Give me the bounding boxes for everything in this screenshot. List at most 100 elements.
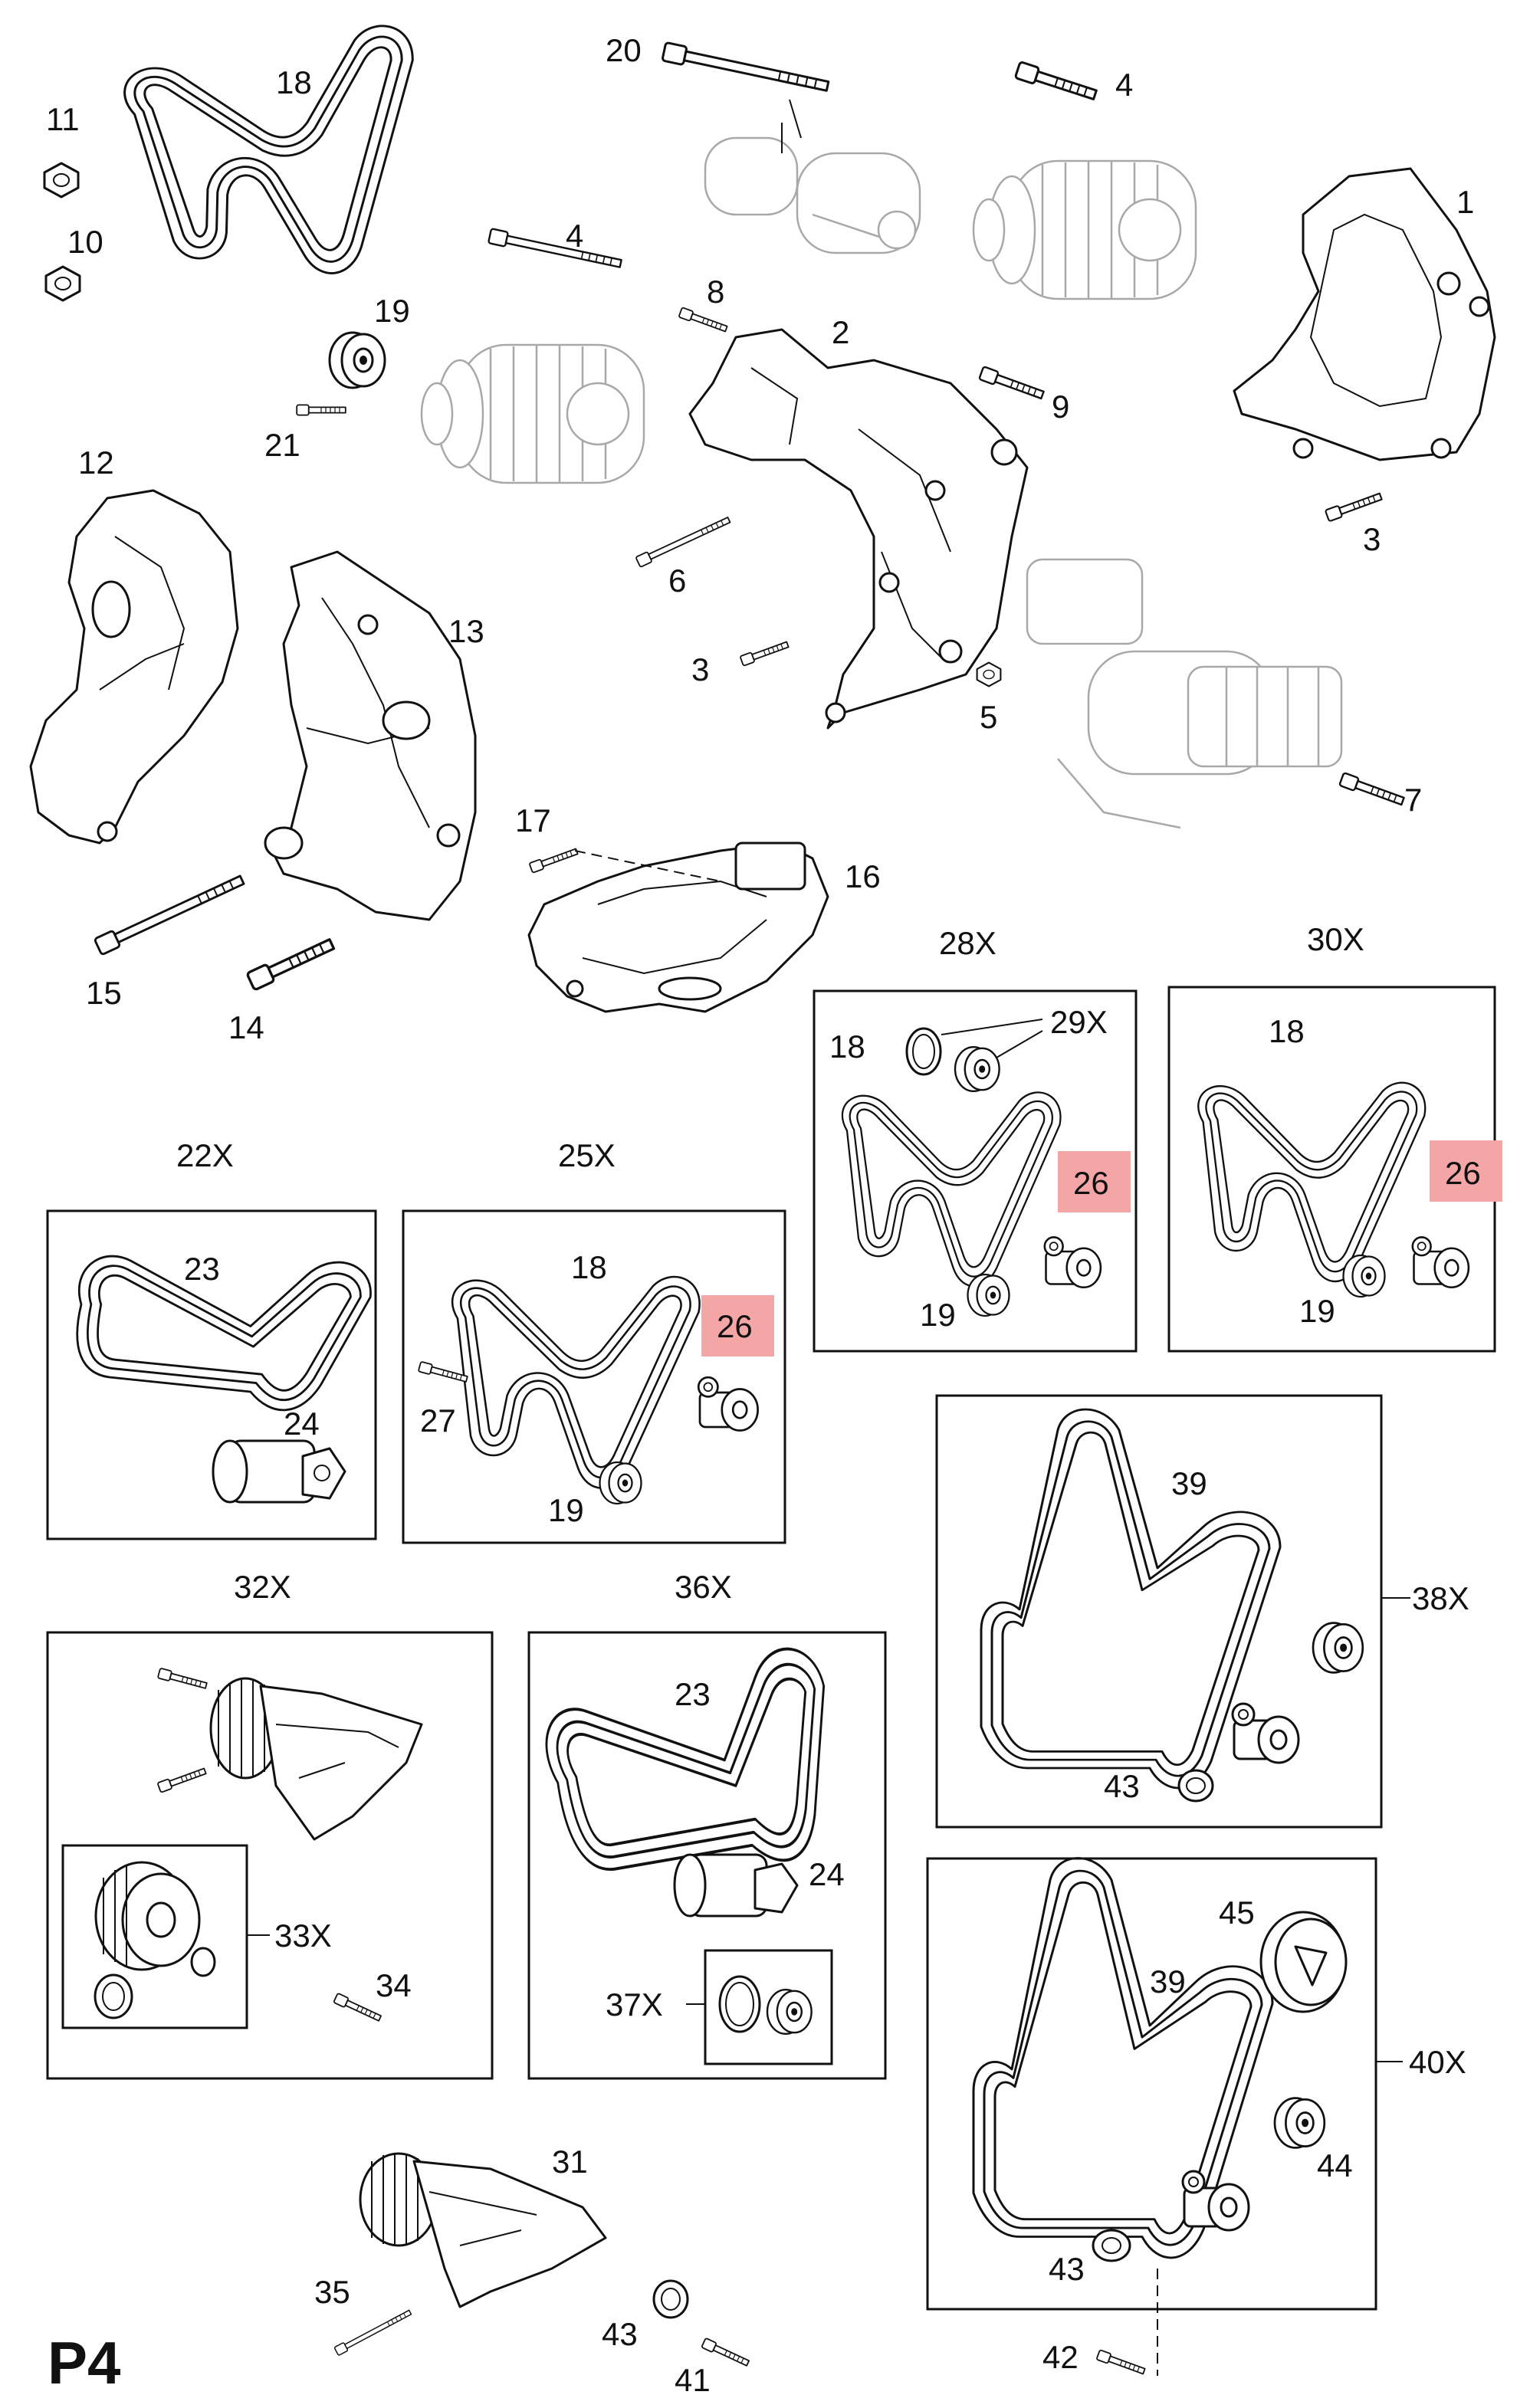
callout-43: 43 [1104,1768,1140,1804]
pulley-29X [954,1045,1000,1093]
callout-26: 26 [1445,1155,1481,1191]
kit-box-36X [527,1631,887,2080]
alternator-left [420,343,645,484]
callout-27: 27 [420,1402,456,1439]
callout-16: 16 [845,858,881,894]
callout-28X: 28X [939,925,996,961]
callout-30X: 30X [1307,921,1364,957]
callout-9: 9 [1052,389,1069,425]
callout-39: 39 [1171,1465,1207,1501]
tensioner-24-36X [673,1853,799,1918]
callout-7: 7 [1404,782,1422,818]
callout-35: 35 [314,2274,350,2310]
pulley-37X [766,1988,813,2036]
belt-18-25X [451,1275,701,1489]
clip-43-38X [1177,1769,1214,1803]
bolt-42 [1095,2349,1147,2377]
callout-22X: 22X [176,1137,234,1173]
bolt-34 [333,1992,383,2024]
bolt-7 [1338,771,1407,809]
callout-21: 21 [264,427,300,463]
nut-11 [43,162,80,198]
bracket-12 [264,550,477,921]
callout-numbers: 18 11 10 19 21 20 4 1 4 8 2 9 12 3 6 13 … [46,32,1481,2398]
bolt-4-left [487,228,623,272]
callout-26: 26 [1073,1165,1109,1201]
ring-37X [718,1975,761,2033]
bolt-4-upper [1013,61,1099,104]
callout-26: 26 [717,1308,753,1344]
bracket-16 [527,841,829,1013]
pulley-38X [1312,1622,1364,1674]
callout-18: 18 [1269,1013,1305,1049]
page-label: P4 [48,2329,120,2397]
callout-1: 1 [1456,184,1474,220]
bolt-9 [978,365,1046,402]
pulley-19-top [328,331,386,389]
nut-10 [44,265,81,302]
kit-box-25X [402,1209,786,1544]
callout-40X: 40X [1409,2044,1466,2080]
pulley-19-28X [967,1273,1010,1317]
tensioner-26-30X [1411,1236,1470,1289]
pulley-33X [94,1861,201,1971]
bolt-3-center [739,638,790,667]
bracket-1 [1233,167,1496,461]
callout-18: 18 [571,1249,607,1285]
callout-24: 24 [284,1406,320,1442]
callout-19: 19 [920,1297,956,1333]
kit-box-28X [813,989,1138,1353]
callout-3: 3 [691,651,709,687]
pulley-bracket-31 [359,2152,607,2308]
bolt-27 [417,1360,469,1385]
kit-box-37X [704,1949,833,2065]
callout-11: 11 [46,101,80,137]
callout-8: 8 [707,274,724,310]
bolt-35 [333,2308,413,2357]
callout-17: 17 [515,802,551,838]
kit-box-40X [926,1857,1377,2311]
callout-20: 20 [606,32,642,68]
bolt-32X-lower [156,1765,208,1793]
callout-6: 6 [668,563,686,599]
callout-39: 39 [1150,1963,1186,2000]
bolt-32X-upper [156,1667,208,1691]
clip-43-bottom [652,2279,689,2319]
starter-motor-ghost [1026,558,1343,829]
pulley-44 [1273,2097,1326,2149]
callout-18: 18 [829,1028,865,1065]
callout-23: 23 [675,1676,711,1712]
bracket-2 [688,328,1029,730]
callout-2: 2 [832,314,849,350]
bolt-6 [635,513,732,568]
clip-43-40X [1092,2229,1131,2262]
tensioner-20-assembly [661,41,921,254]
callout-3: 3 [1363,521,1381,557]
alternator-upper-right [972,159,1197,300]
tensioner-24-22X [212,1439,346,1504]
callout-38X: 38X [1412,1580,1469,1616]
leader-29X [941,1019,1043,1058]
callout-24: 24 [809,1856,845,1892]
tensioner-26-25X [697,1376,759,1432]
tensioner-38X [1231,1702,1300,1764]
highlight-26-28X [1058,1151,1131,1212]
bolt-8 [678,307,729,335]
callout-19: 19 [374,293,410,329]
kit-box-33X [61,1844,248,2029]
tensioner-26-28X [1043,1236,1102,1289]
highlight-26-25X [701,1295,774,1357]
tensioner-40X [1181,2170,1250,2232]
pulley-45 [1259,1911,1348,2013]
belt-18-30X [1197,1081,1427,1283]
callout-43: 43 [1049,2251,1085,2287]
washer-33X [190,1947,216,1977]
bolt-17 [528,845,579,874]
belt-23-22X [76,1255,372,1412]
callout-32X: 32X [234,1569,291,1605]
callout-18: 18 [276,64,312,100]
pulley-bracket-32X [209,1677,423,1841]
callout-4: 4 [566,218,583,254]
callout-45: 45 [1219,1895,1255,1931]
